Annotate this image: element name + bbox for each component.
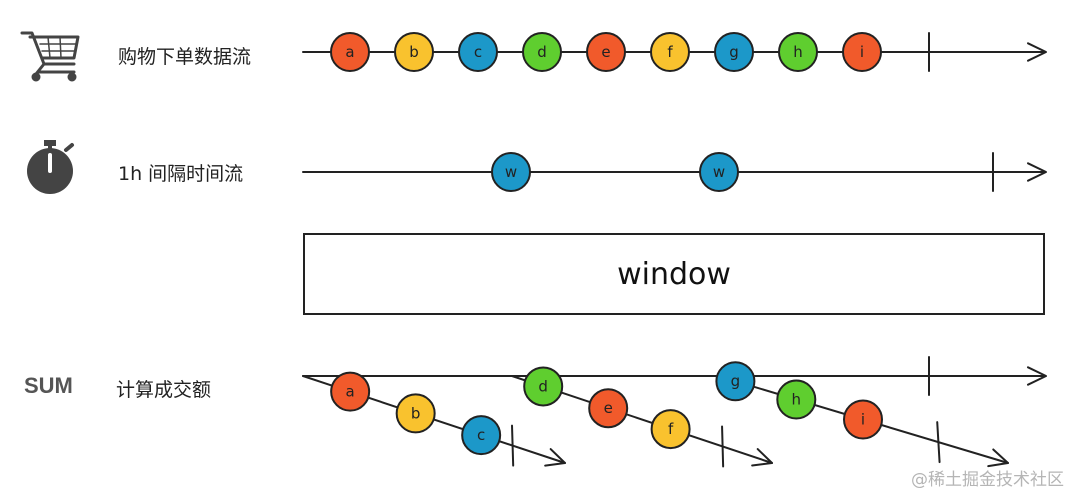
- sum-arrow-head: [1026, 366, 1047, 386]
- timer-event-0-label: w: [505, 163, 517, 181]
- sum-event-d-label: d: [538, 377, 548, 395]
- orders-event-a: [330, 32, 370, 72]
- sum-label: SUM: [24, 373, 73, 398]
- orders-event-c-label: c: [474, 43, 482, 61]
- sum-event-g-label: g: [731, 372, 741, 390]
- window-label: window: [617, 256, 731, 292]
- stopwatch-icon: [27, 140, 74, 194]
- orders-event-h-label: h: [793, 43, 803, 61]
- orders-event-h: [778, 32, 818, 72]
- timer-event-0: [491, 152, 531, 192]
- sum-event-a: [330, 371, 371, 412]
- orders-event-g: [714, 32, 754, 72]
- sum-window-arrow-0: [544, 448, 566, 467]
- timer-event-1: [699, 152, 739, 192]
- timer-event-1-label: w: [713, 163, 725, 181]
- sum-event-a-label: a: [346, 383, 355, 401]
- sum-event-b: [395, 393, 436, 434]
- sum-event-b-label: b: [411, 404, 421, 422]
- orders-event-g-label: g: [729, 43, 739, 61]
- sum-window-tick-0: [511, 424, 515, 467]
- sum-event-i: [843, 399, 883, 440]
- sum-event-e-label: e: [604, 399, 613, 417]
- watermark: @稀土掘金技术社区: [911, 470, 1064, 490]
- timer-stream-label: 1h 间隔时间流: [118, 163, 244, 185]
- sum-event-h: [776, 379, 817, 420]
- sum-window-arrow-2: [987, 448, 1009, 468]
- sum-event-h-label: h: [792, 390, 802, 408]
- sum-window-tick-1: [721, 425, 725, 468]
- sum-event-f: [650, 409, 691, 450]
- sum-window-arrow-1: [751, 448, 773, 467]
- shopping-cart-icon: [20, 31, 80, 82]
- orders-event-i: [842, 32, 882, 72]
- sum-event-c-label: c: [477, 426, 485, 444]
- window-box: window: [303, 233, 1045, 315]
- orders-arrow-head: [1026, 42, 1047, 62]
- orders-event-e: [586, 32, 626, 72]
- orders-stream-label: 购物下单数据流: [118, 46, 252, 68]
- orders-event-d: [522, 32, 562, 72]
- sum-event-c: [461, 415, 502, 456]
- sum-event-g: [715, 361, 756, 402]
- timer-arrow-head: [1026, 162, 1047, 182]
- orders-event-c: [458, 32, 498, 72]
- sum-event-d: [523, 366, 564, 407]
- orders-event-f: [650, 32, 690, 72]
- sum-description: 计算成交额: [116, 379, 212, 401]
- orders-event-d-label: d: [537, 43, 547, 61]
- orders-event-e-label: e: [601, 43, 610, 61]
- orders-event-f-label: f: [667, 43, 673, 61]
- orders-event-i-label: i: [860, 43, 864, 61]
- sum-event-e: [588, 388, 629, 429]
- sum-event-i-label: i: [861, 411, 865, 429]
- orders-event-a-label: a: [345, 43, 354, 61]
- sum-event-f-label: f: [668, 420, 674, 438]
- orders-event-b: [394, 32, 434, 72]
- sum-window-tick-2: [936, 421, 941, 464]
- orders-event-b-label: b: [409, 43, 419, 61]
